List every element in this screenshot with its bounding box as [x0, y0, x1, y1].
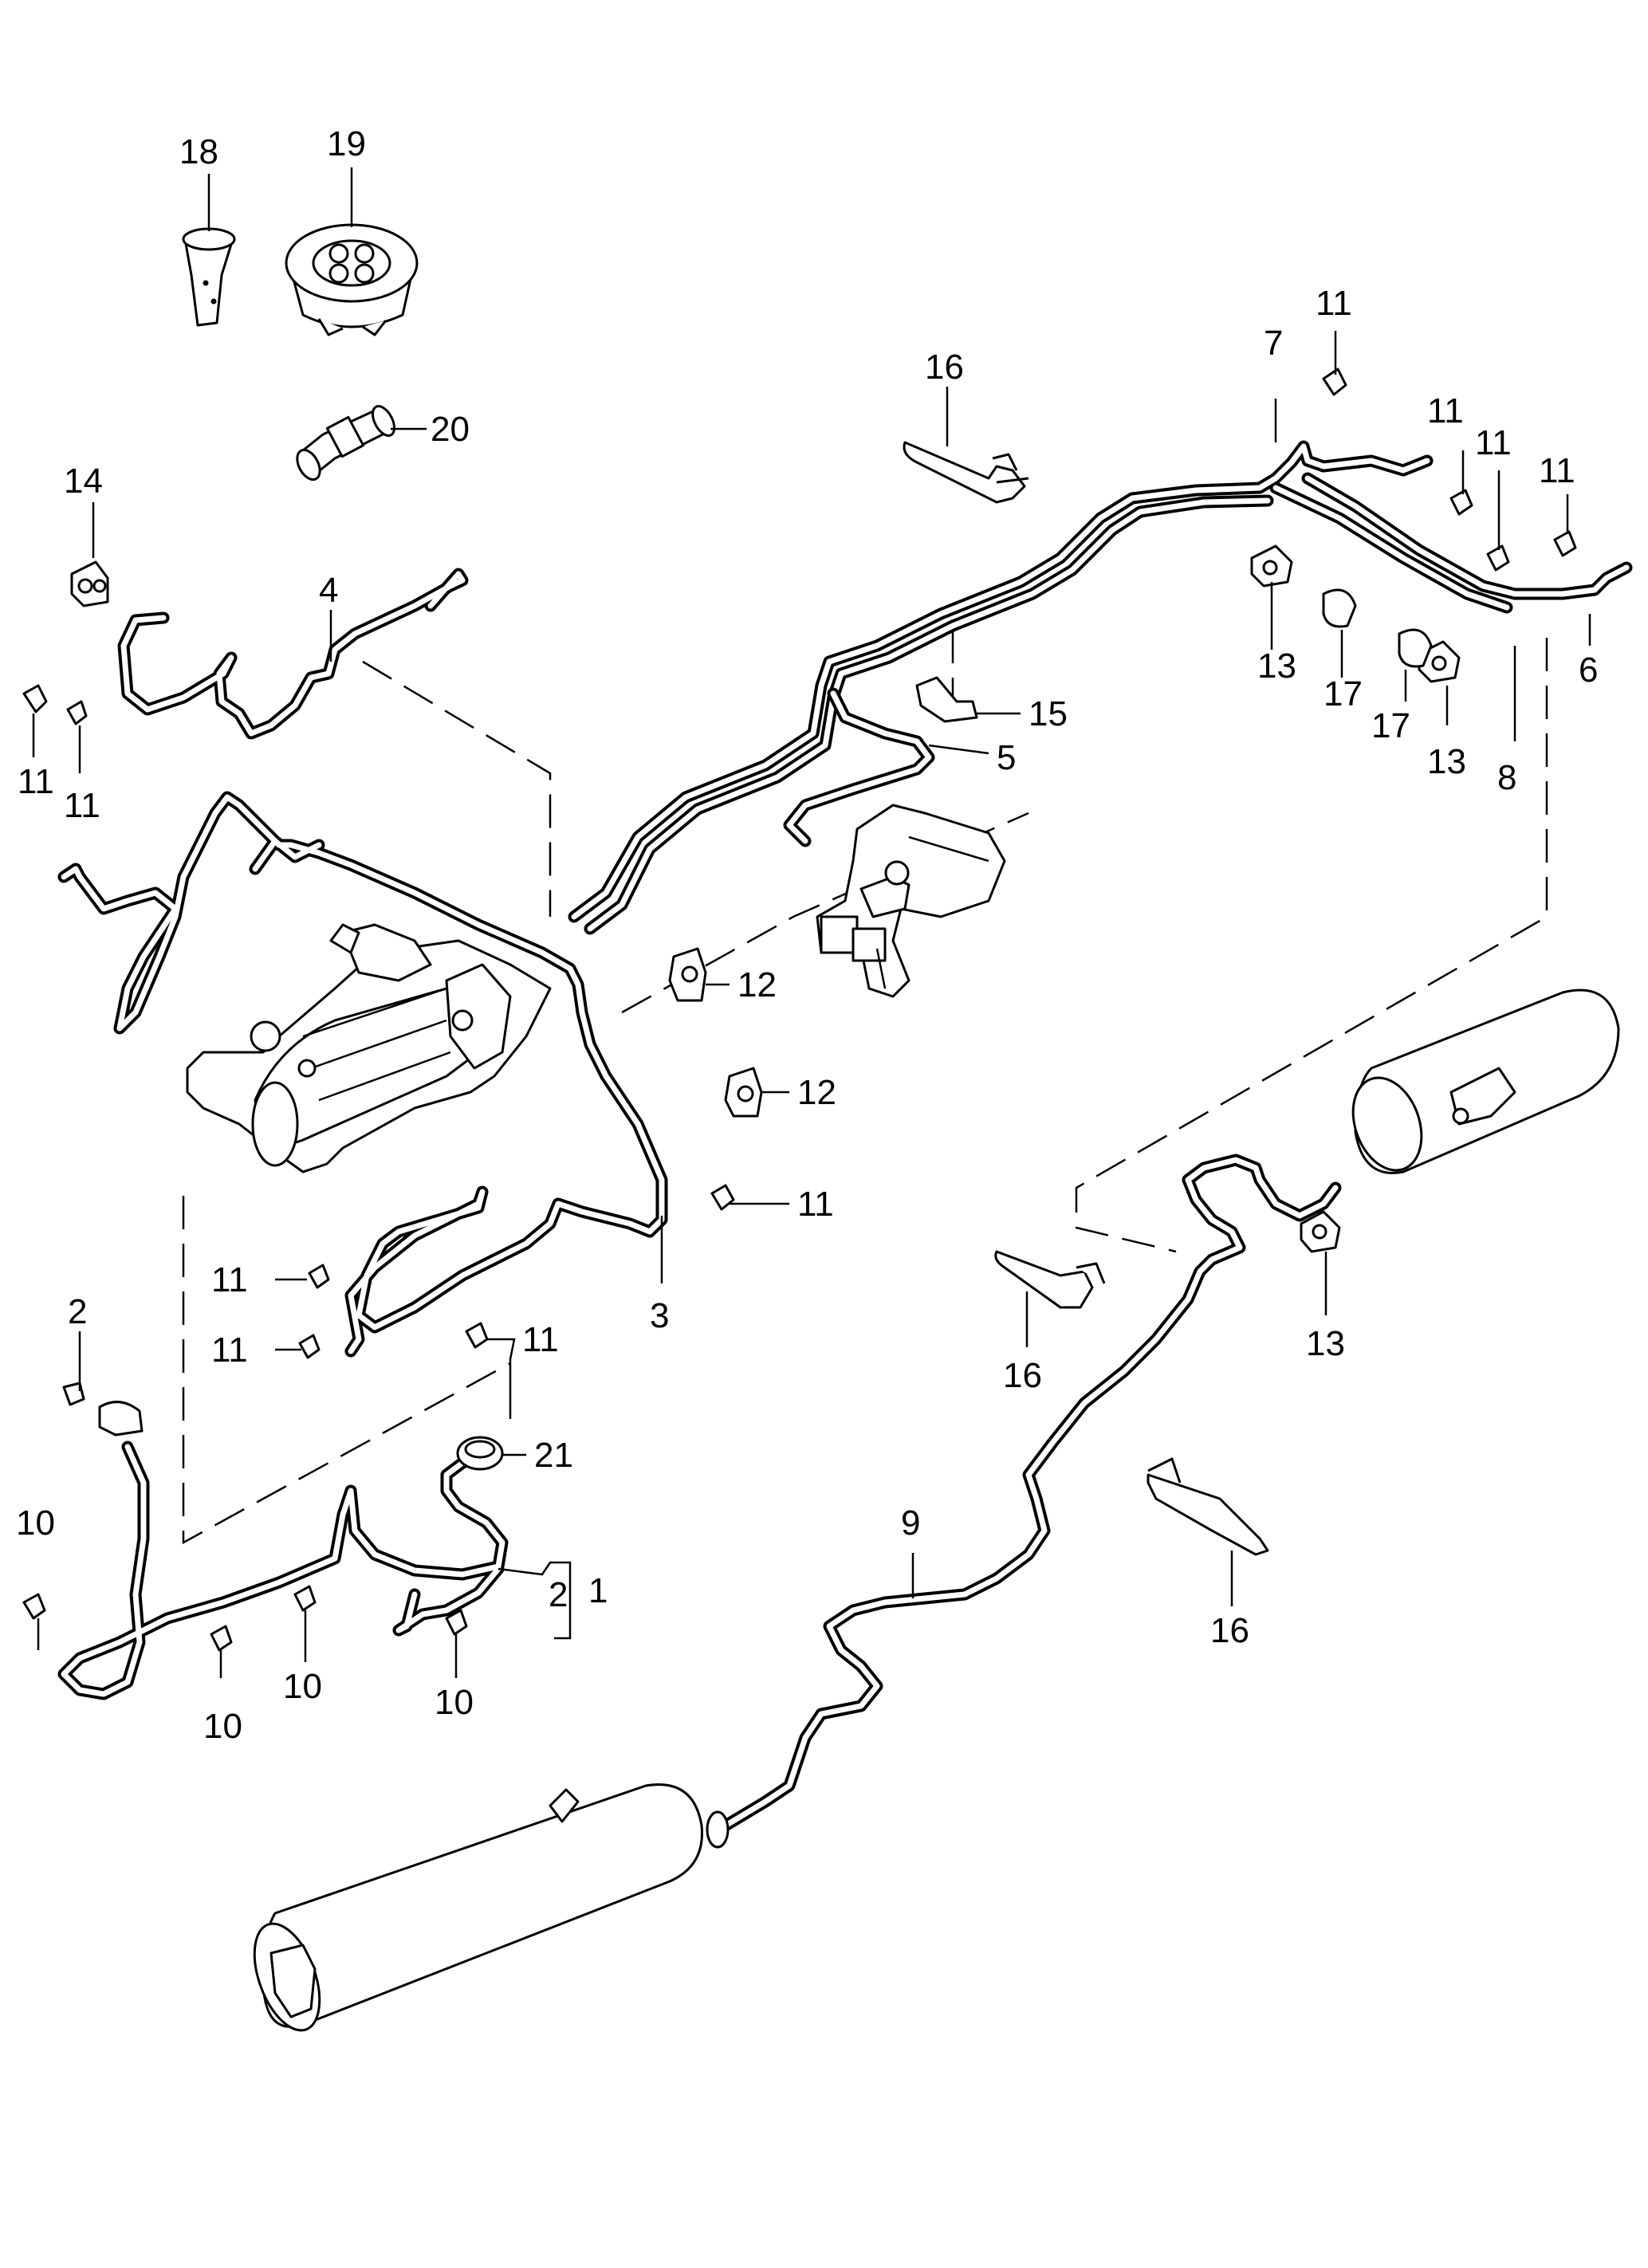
- callout-15: 15: [1029, 694, 1068, 733]
- callout-2: 2: [549, 1575, 568, 1614]
- callout-11: 11: [64, 786, 100, 825]
- callout-4: 4: [319, 571, 338, 610]
- air-pipes: [57, 440, 1633, 1832]
- callout-8: 8: [1497, 758, 1516, 797]
- callout-5: 5: [997, 738, 1016, 777]
- callout-10: 10: [283, 1667, 322, 1706]
- callout-7: 7: [1264, 324, 1283, 363]
- callout-11: 11: [797, 1185, 834, 1224]
- air-compressor: [186, 923, 552, 1173]
- callout-11: 11: [18, 762, 54, 801]
- air-reservoir-right: [1351, 989, 1620, 1174]
- air-reservoir-bottom: [253, 1783, 730, 2032]
- callout-11: 11: [211, 1260, 248, 1299]
- callout-3: 3: [650, 1296, 669, 1335]
- callout-17: 17: [1324, 674, 1363, 713]
- callout-10: 10: [16, 1503, 55, 1543]
- brackets-16: [903, 441, 1269, 1556]
- callout-11: 11: [1475, 423, 1512, 462]
- callout-11: 11: [522, 1320, 559, 1359]
- callout-10: 10: [203, 1707, 242, 1746]
- part-19-valve-block: [285, 223, 419, 336]
- part-20-connector: [296, 405, 396, 482]
- callout-labels: 18 19 20 14 4 11 11 11 7 16 11 11 11 13 …: [16, 124, 1598, 1746]
- callout-11: 11: [1427, 391, 1464, 430]
- callout-2: 2: [68, 1292, 87, 1331]
- callout-21: 21: [534, 1436, 573, 1475]
- callout-16: 16: [925, 348, 964, 387]
- callout-17: 17: [1371, 706, 1410, 745]
- callout-12: 12: [797, 1073, 836, 1112]
- callout-19: 19: [327, 124, 366, 163]
- callout-13: 13: [1257, 647, 1296, 686]
- callout-11: 11: [1539, 451, 1575, 490]
- callout-10: 10: [435, 1683, 474, 1722]
- callout-14: 14: [64, 462, 103, 501]
- leader-lines: [32, 167, 1591, 1678]
- callout-13: 13: [1427, 742, 1466, 781]
- callout-11: 11: [211, 1331, 248, 1370]
- callout-16: 16: [1003, 1356, 1042, 1395]
- callout-13: 13: [1306, 1324, 1345, 1363]
- callout-18: 18: [179, 132, 218, 171]
- valve-block-assembly: [816, 804, 1006, 998]
- callout-20: 20: [431, 410, 470, 449]
- callout-6: 6: [1579, 651, 1598, 690]
- part-18-grommet: [182, 227, 236, 327]
- callout-16: 16: [1210, 1611, 1249, 1650]
- callout-1: 1: [588, 1571, 608, 1610]
- clips: [22, 368, 1577, 1652]
- callout-11: 11: [1316, 284, 1352, 323]
- callout-12: 12: [737, 965, 777, 1004]
- callout-9: 9: [901, 1503, 920, 1543]
